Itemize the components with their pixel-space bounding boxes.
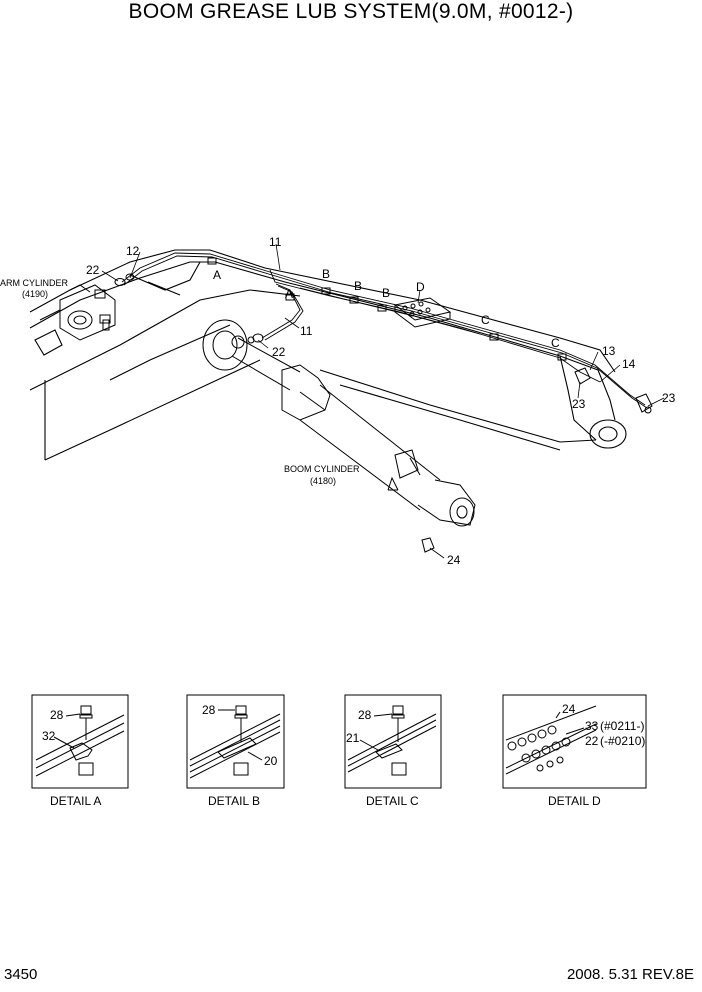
callout-11: 11 [300,324,313,338]
detail-c-bolt: 28 [358,708,372,722]
callout-23: 23 [572,397,586,411]
detail-d-text: 24 33 (#0211-) 22 (-#0210) DETAIL D [548,702,645,808]
callout-13: 13 [602,344,616,358]
arm-cylinder-label: ARM CYLINDER [0,278,69,288]
detail-a-bolt: 28 [50,708,64,722]
detail-a-panel [31,694,129,789]
callout-22: 22 [272,345,286,359]
callout-detail-d: D [416,280,425,294]
callout-detail-b: B [382,286,390,300]
callout-detail-c: C [481,313,490,327]
callout-12: 12 [126,244,140,258]
revision-date: 2008. 5.31 REV.8E [566,966,694,983]
detail-c-clamp: 21 [346,731,360,745]
boom-cylinder-label: BOOM CYLINDER [284,464,360,474]
detail-a-caption: DETAIL A [50,794,101,808]
callout-detail-a: A [285,287,293,301]
detail-d-part-old-range: (-#0210) [600,734,645,748]
page-title: BOOM GREASE LUB SYSTEM(9.0M, #0012-) [128,0,574,23]
boom-cylinder-part-number: (4180) [310,476,336,486]
callout-11: 11 [269,235,282,249]
callout-22: 22 [86,263,100,277]
arm-cylinder-part-number: (4190) [22,289,48,299]
callout-detail-a: A [213,268,221,282]
detail-c-caption: DETAIL C [366,794,419,808]
detail-d-panel [502,694,647,789]
callout-23: 23 [662,391,676,405]
detail-d-part-old: 22 [585,734,599,748]
hose-fittings [114,257,653,553]
callout-detail-c: C [551,336,560,350]
detail-b-bolt: 28 [202,703,216,717]
detail-c-text: 28 21 DETAIL C [346,708,419,808]
detail-b-clamp: 20 [264,754,278,768]
detail-d-fitting: 24 [562,702,576,716]
detail-a-clamp: 32 [42,729,56,743]
boom-cylinder [202,319,476,527]
detail-d-part-new: 33 [585,719,599,733]
callout-14: 14 [622,357,636,371]
callout-detail-b: B [322,267,330,281]
grease-hoses [121,252,648,409]
detail-d-fittings [507,725,571,772]
leader-lines [101,243,665,559]
callout-detail-b: B [354,279,362,293]
arm-cylinder-mount [39,284,116,341]
boom-body [29,249,627,461]
callout-24: 24 [447,553,461,567]
detail-b-panel [186,694,285,789]
detail-b-caption: DETAIL B [208,794,260,808]
detail-d-caption: DETAIL D [548,794,601,808]
detail-a-text: 28 32 DETAIL A [42,708,101,808]
page-number: 3450 [4,966,38,983]
detail-c-panel [344,694,442,789]
detail-d-part-new-range: (#0211-) [600,719,644,733]
detail-b-text: 28 20 DETAIL B [202,703,278,808]
callouts: 12 22 11 11 22 13 14 23 23 24 A A B B B … [0,235,676,567]
